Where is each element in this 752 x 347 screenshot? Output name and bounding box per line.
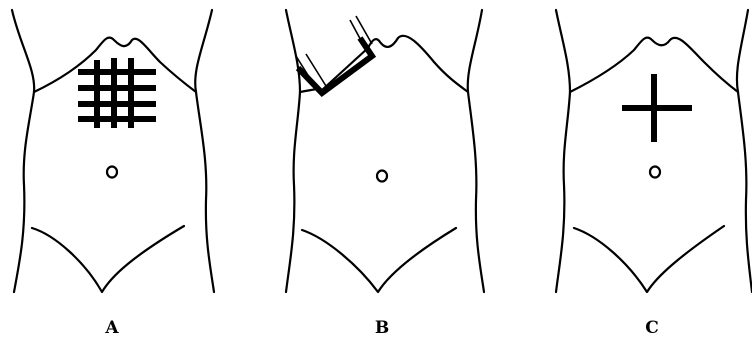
- navel-c: [650, 167, 660, 178]
- panel-label-a: A: [92, 318, 132, 338]
- torso-a: [12, 10, 214, 292]
- cross-incision-c: [622, 74, 692, 142]
- torso-a-left-side: [12, 10, 34, 292]
- grid-incision-a: [78, 58, 156, 128]
- navel-b: [377, 171, 387, 182]
- navel-a: [107, 167, 117, 178]
- torso-a-groin: [32, 226, 184, 292]
- torso-b-groin: [302, 228, 456, 292]
- torso-c: [556, 10, 752, 292]
- torso-b: [286, 10, 484, 292]
- torso-c-groin: [574, 226, 724, 292]
- panel-label-b: B: [362, 318, 402, 338]
- torso-c-right-side: [737, 10, 752, 292]
- torso-a-right-side: [195, 10, 214, 292]
- torso-c-left-side: [556, 10, 570, 292]
- torso-b-right-side: [468, 10, 484, 292]
- torso-b-left-side: [286, 10, 300, 292]
- panel-label-c: C: [632, 318, 672, 338]
